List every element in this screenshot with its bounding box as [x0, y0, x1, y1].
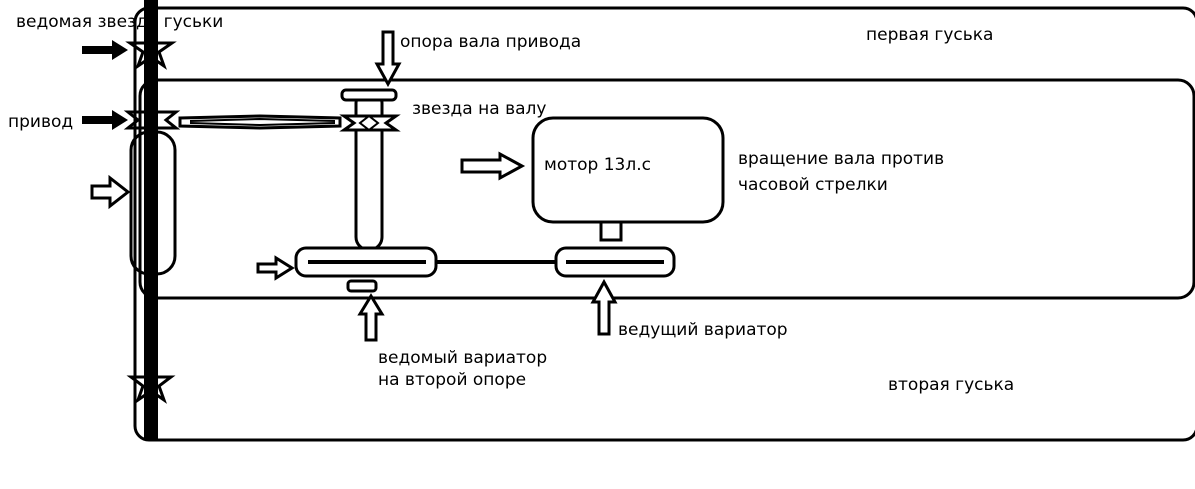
label-second-frame: вторая гуська — [888, 375, 1014, 395]
label-first-frame: первая гуська — [866, 25, 993, 45]
chain-inner — [189, 117, 336, 127]
arrow-driving-variator-up-icon — [590, 278, 618, 336]
arrow-driven-variator-side-icon — [256, 255, 295, 281]
label-driving-variator: ведущий вариатор — [618, 320, 788, 340]
label-drive: привод — [8, 112, 73, 132]
label-driven-variator-1: ведомый вариатор — [378, 348, 547, 368]
arrow-shaft-guard-icon — [90, 174, 131, 210]
shaft-guard — [129, 130, 177, 276]
label-shaft-support: опора вала привода — [400, 32, 581, 52]
driven-sprocket-star — [125, 23, 177, 70]
label-motor: мотор 13л.с — [544, 155, 651, 175]
motor-body — [531, 116, 725, 224]
arrow-motor-icon — [460, 151, 526, 181]
shaft-sprocket-diamond — [358, 114, 380, 132]
arrow-driven-sprocket-icon — [82, 40, 128, 60]
transverse-shaft — [354, 88, 384, 252]
arrow-drive-icon — [82, 110, 128, 130]
label-rotation-note-1: вращение вала против — [738, 149, 944, 169]
label-shaft-sprocket: звезда на валу — [412, 99, 546, 119]
label-driven-variator-2: на второй опоре — [378, 370, 526, 390]
second-frame-outline — [133, 6, 1195, 442]
driven-variator-bearing — [346, 279, 378, 293]
motor-output-shaft — [599, 220, 623, 242]
chain — [178, 114, 342, 130]
arrow-shaft-support-icon — [374, 30, 402, 88]
lower-sprocket-star — [126, 359, 176, 404]
label-driven-sprocket: ведомая звезда гуськи — [16, 12, 223, 32]
shaft-support — [340, 88, 398, 102]
arrow-driven-variator-up-icon — [357, 293, 385, 342]
label-rotation-note-2: часовой стрелки — [738, 175, 888, 195]
drive-sprocket — [123, 110, 181, 130]
main-shaft — [144, 0, 158, 440]
